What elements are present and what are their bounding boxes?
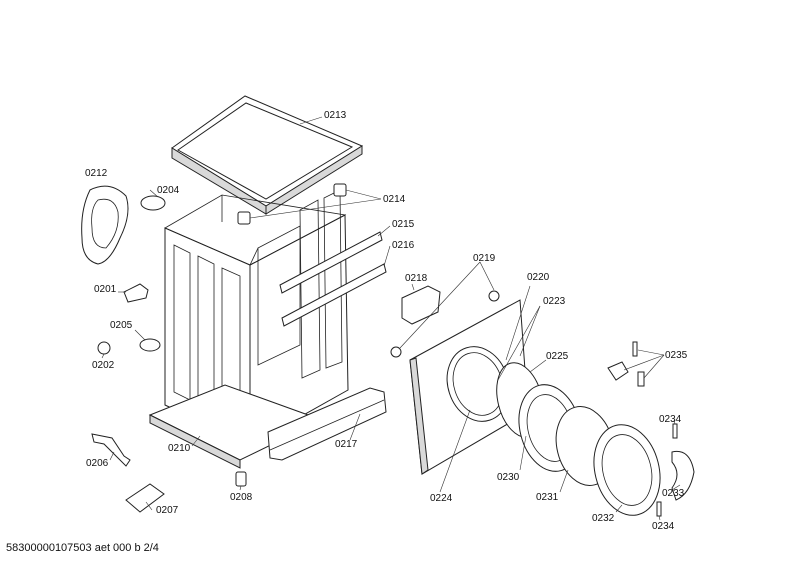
- callout-0217: 0217: [335, 439, 358, 450]
- callout-0212: 0212: [85, 168, 108, 179]
- callout-0231: 0231: [536, 492, 559, 503]
- cross-rails-part: [279, 231, 387, 327]
- door-lock-part: [390, 285, 500, 358]
- small-parts-left: [91, 195, 247, 513]
- hinge-parts: [607, 341, 695, 517]
- callout-0206: 0206: [86, 458, 109, 469]
- callout-0201: 0201: [94, 284, 117, 295]
- document-reference-footer: 58300000107503 aet 000 b 2/4: [6, 542, 159, 554]
- callout-0225: 0225: [546, 351, 569, 362]
- callout-0213: 0213: [324, 110, 347, 121]
- door-rings-part: [496, 362, 661, 516]
- rear-service-panel-part: [81, 185, 129, 265]
- leader-lines: [101, 116, 681, 521]
- bracket-part: [237, 183, 347, 225]
- front-panel-part: [409, 299, 529, 475]
- callout-0234-upper: 0234: [659, 414, 682, 425]
- callout-0210: 0210: [168, 443, 191, 454]
- callout-0214: 0214: [383, 194, 406, 205]
- callout-0235: 0235: [665, 350, 688, 361]
- callout-0223: 0223: [543, 296, 566, 307]
- callout-0224: 0224: [430, 493, 453, 504]
- callout-0230: 0230: [497, 472, 520, 483]
- callout-0204: 0204: [157, 185, 180, 196]
- callout-0232: 0232: [592, 513, 615, 524]
- callout-0216: 0216: [392, 240, 415, 251]
- callout-0218: 0218: [405, 273, 428, 284]
- callout-0207: 0207: [156, 505, 179, 516]
- callout-0205: 0205: [110, 320, 133, 331]
- top-cover-part: [171, 95, 364, 215]
- callout-0220: 0220: [527, 272, 550, 283]
- callout-0202: 0202: [92, 360, 115, 371]
- plinth-panel-part: [267, 387, 387, 461]
- callout-0233: 0233: [662, 488, 685, 499]
- callout-0208: 0208: [230, 492, 253, 503]
- callout-0219: 0219: [473, 253, 496, 264]
- callout-0234-lower: 0234: [652, 521, 675, 532]
- callout-0215: 0215: [392, 219, 415, 230]
